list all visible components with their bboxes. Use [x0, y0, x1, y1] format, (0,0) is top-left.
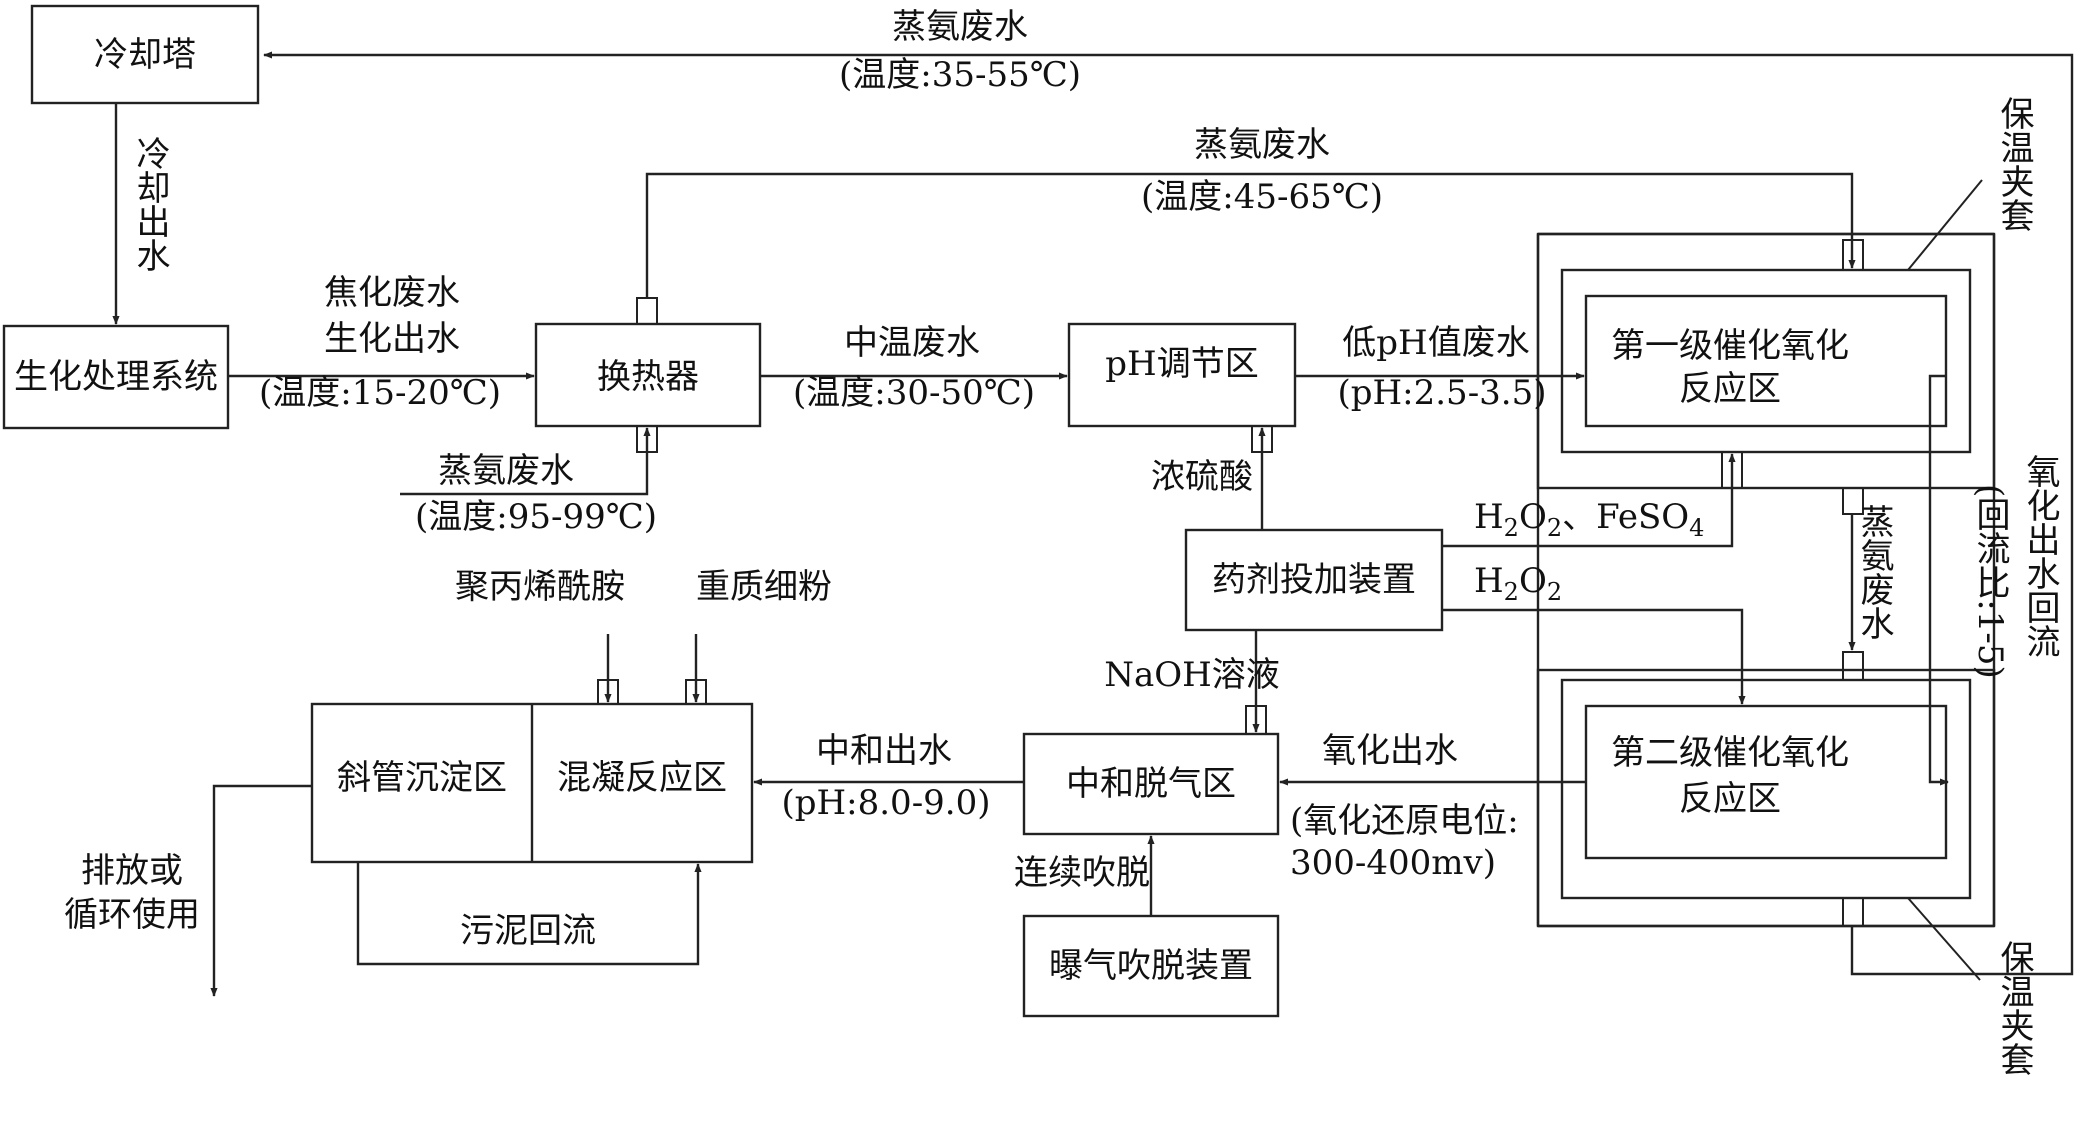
line-discharge [210, 784, 312, 997]
label-cool-out: 冷却出水 [130, 136, 170, 272]
label-insulation-top: 保温夹套 [1994, 96, 2034, 232]
stage1-reactor: 第一级催化氧化 反应区 [1536, 232, 1996, 515]
aeration-device-box: 曝气吹脱装置 [1022, 914, 1280, 1018]
cooling-tower-box: 冷却塔 [30, 4, 260, 105]
label-coking-2: 生化出水 [324, 319, 460, 359]
line-reflux [1928, 374, 1949, 786]
label-ammonia-between: 蒸氨废水 [1854, 504, 1894, 640]
stage2-label-1: 第二级催化氧化 [1611, 733, 1849, 773]
label-ammonia-in-temp: (温度:95-99℃) [415, 497, 657, 537]
label-insulation-bottom: 保温夹套 [1994, 940, 2034, 1076]
label-sludge: 污泥回流 [460, 911, 596, 951]
line-ammonia-inlet [400, 427, 651, 496]
line-sludge-return [356, 862, 702, 966]
label-ammonia-top-temp: (温度:35-55℃) [839, 55, 1081, 95]
label-ammonia-mid-temp: (温度:45-65℃) [1141, 177, 1383, 217]
label-mid-temp-range: (温度:30-50℃) [793, 373, 1035, 413]
leader-insulation-bottom [1907, 897, 1981, 981]
h2o2-feso4-h: H2O2、FeSO4 [1474, 497, 1704, 542]
line-h2o2 [1442, 608, 1746, 705]
line-ammonia-to-cooling [263, 51, 2074, 976]
neutralization-label: 中和脱气区 [1066, 764, 1236, 804]
label-coking-temp: (温度:15-20℃) [259, 373, 501, 413]
label-orp-1: (氧化还原电位: [1290, 801, 1519, 841]
h2o2-h: H2O2 [1474, 561, 1562, 606]
label-orp-2: 300-400mv) [1290, 843, 1496, 883]
label-discharge-2: 循环使用 [64, 895, 200, 935]
label-low-ph-range: (pH:2.5-3.5) [1337, 373, 1546, 413]
cooling-tower-label: 冷却塔 [94, 35, 196, 75]
label-h2so4: 浓硫酸 [1151, 457, 1253, 497]
label-ammonia-in: 蒸氨废水 [438, 451, 574, 491]
label-ammonia-top: 蒸氨废水 [892, 7, 1028, 47]
label-reflux-1: 氧化出水回流 [2020, 454, 2060, 658]
coag-label: 混凝反应区 [557, 758, 727, 798]
stage1-label-2: 反应区 [1679, 369, 1781, 409]
label-pam: 聚丙烯酰胺 [455, 567, 625, 607]
label-discharge-1: 排放或 [81, 851, 183, 891]
label-h2o2: H2O2 [1474, 561, 1562, 606]
stage1-label-1: 第一级催化氧化 [1611, 326, 1849, 366]
stage2-label-2: 反应区 [1679, 779, 1781, 819]
label-neutral-out: 中和出水 [816, 731, 952, 771]
label-low-ph: 低pH值废水 [1342, 323, 1529, 363]
bio-system-box: 生化处理系统 [2, 324, 230, 430]
leader-insulation-top [1907, 179, 1983, 271]
ph-zone-label: pH调节区 [1105, 344, 1258, 384]
label-neutral-ph: (pH:8.0-9.0) [781, 783, 990, 823]
label-continuous-strip: 连续吹脱 [1014, 853, 1150, 893]
bio-system-label: 生化处理系统 [14, 357, 218, 397]
label-reflux-2: (回流比:1-5) [1970, 484, 2010, 679]
neutralization-box: 中和脱气区 [1022, 705, 1280, 836]
label-heavy-powder: 重质细粉 [696, 567, 832, 607]
label-mid-temp: 中温废水 [844, 323, 980, 363]
settling-label: 斜管沉淀区 [337, 758, 507, 798]
aeration-device-label: 曝气吹脱装置 [1049, 946, 1253, 986]
dosing-device-box: 药剂投加装置 [1184, 528, 1444, 632]
label-h2o2-feso4: H2O2、FeSO4 [1474, 497, 1704, 542]
label-ammonia-mid: 蒸氨废水 [1194, 125, 1330, 165]
label-naoh: NaOH溶液 [1104, 655, 1280, 695]
heat-exchanger-label: 换热器 [597, 357, 699, 397]
line-exchanger-to-stage1 [645, 172, 1856, 298]
settling-coag-box: 斜管沉淀区 混凝反应区 [310, 679, 754, 864]
dosing-device-label: 药剂投加装置 [1212, 560, 1416, 600]
stage2-reactor: 第二级催化氧化 反应区 [1536, 651, 1996, 928]
label-coking-1: 焦化废水 [324, 273, 460, 313]
label-oxid-out: 氧化出水 [1322, 731, 1458, 771]
